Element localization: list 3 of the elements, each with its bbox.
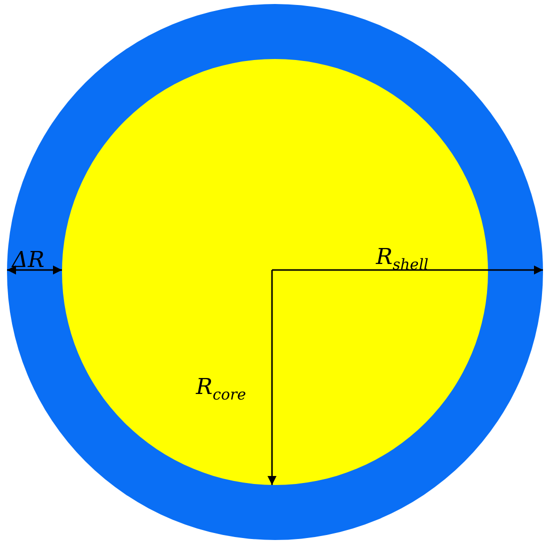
dimension-label: R$_{shell}$ — [376, 247, 428, 272]
dimension-label: R$_{core}$ — [196, 377, 246, 402]
dimension-label: ΔR — [12, 250, 44, 272]
